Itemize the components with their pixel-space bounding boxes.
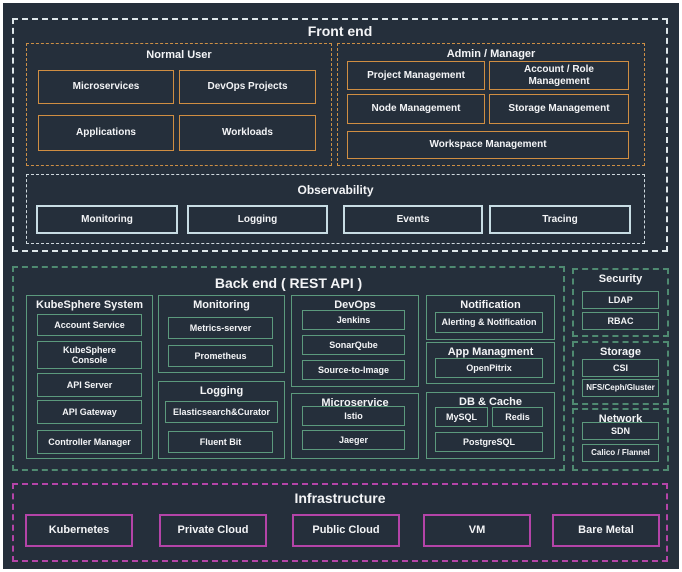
infrastructure-item-bare-metal: Bare Metal	[552, 514, 660, 547]
observability-group: Observability	[26, 174, 645, 244]
backend-logging-title: Logging	[199, 385, 244, 397]
infrastructure-item-public-cloud: Public Cloud	[292, 514, 400, 547]
security-item-ldap: LDAP	[582, 291, 659, 309]
infrastructure-item-kubernetes: Kubernetes	[25, 514, 133, 547]
db-cache-item-postgresql: PostgreSQL	[435, 432, 543, 452]
network-item-sdn: SDN	[582, 422, 659, 440]
observability-title: Observability	[297, 183, 374, 197]
microservice-item-jaeger: Jaeger	[302, 430, 405, 450]
infrastructure-title: Infrastructure	[294, 490, 386, 506]
frontend-title: Front end	[307, 23, 373, 39]
backend-devops-title: DevOps	[334, 299, 376, 311]
kubesphere-item-account-service: Account Service	[37, 314, 142, 336]
admin-item-storage-management: Storage Management	[489, 94, 629, 124]
backend-app-management-title: App Managment	[447, 346, 534, 358]
storage-group: Storage	[572, 341, 669, 405]
backend-monitoring-group: Monitoring	[158, 295, 285, 373]
frontend-section: Front end	[12, 18, 668, 252]
notification-item-alerting: Alerting & Notification	[435, 312, 543, 333]
kubesphere-item-controller-manager: Controller Manager	[37, 430, 142, 454]
kubesphere-system-title: KubeSphere System	[36, 299, 143, 311]
kubesphere-item-api-server: API Server	[37, 373, 142, 397]
infrastructure-item-vm: VM	[423, 514, 531, 547]
admin-item-account-role-management: Account / Role Management	[489, 61, 629, 90]
observability-item-monitoring: Monitoring	[36, 205, 178, 234]
admin-manager-title: Admin / Manager	[446, 48, 536, 60]
backend-db-cache-group: DB & Cache	[426, 392, 555, 459]
microservice-item-istio: Istio	[302, 406, 405, 426]
architecture-diagram: Front end Normal User Microservices DevO…	[3, 3, 679, 569]
storage-item-csi: CSI	[582, 359, 659, 377]
app-management-item-openpitrix: OpenPitrix	[435, 358, 543, 378]
db-cache-item-redis: Redis	[492, 407, 543, 427]
admin-item-project-management: Project Management	[347, 61, 485, 90]
normal-user-item-microservices: Microservices	[38, 70, 174, 104]
infrastructure-item-private-cloud: Private Cloud	[159, 514, 267, 547]
backend-logging-group: Logging	[158, 381, 285, 459]
devops-item-jenkins: Jenkins	[302, 310, 405, 330]
devops-item-sonarqube: SonarQube	[302, 335, 405, 355]
backend-notification-group: Notification	[426, 295, 555, 340]
admin-manager-group: Admin / Manager	[337, 43, 645, 166]
admin-item-workspace-management: Workspace Management	[347, 131, 629, 159]
storage-item-nfs-ceph-gluster: NFS/Ceph/Gluster	[582, 379, 659, 397]
backend-db-cache-title: DB & Cache	[459, 396, 522, 408]
security-group: Security	[572, 268, 669, 337]
monitoring-item-prometheus: Prometheus	[168, 345, 273, 367]
normal-user-item-workloads: Workloads	[179, 115, 316, 151]
kubesphere-item-api-gateway: API Gateway	[37, 400, 142, 424]
logging-item-fluent-bit: Fluent Bit	[168, 431, 273, 453]
devops-item-source-to-image: Source-to-Image	[302, 360, 405, 380]
kubesphere-item-console: KubeSphere Console	[37, 341, 142, 369]
monitoring-item-metrics-server: Metrics-server	[168, 317, 273, 339]
backend-app-management-group: App Managment	[426, 342, 555, 384]
backend-devops-group: DevOps	[291, 295, 419, 387]
normal-user-item-applications: Applications	[38, 115, 174, 151]
backend-section: Back end ( REST API )	[12, 266, 565, 471]
db-cache-item-mysql: MySQL	[435, 407, 488, 427]
admin-item-node-management: Node Management	[347, 94, 485, 124]
normal-user-item-devops-projects: DevOps Projects	[179, 70, 316, 104]
security-item-rbac: RBAC	[582, 312, 659, 330]
backend-notification-title: Notification	[460, 299, 521, 311]
storage-title: Storage	[600, 346, 641, 358]
backend-title: Back end ( REST API )	[214, 275, 363, 291]
observability-item-tracing: Tracing	[489, 205, 631, 234]
kubesphere-system-group: KubeSphere System	[26, 295, 153, 459]
network-item-calico-flannel: Calico / Flannel	[582, 444, 659, 462]
logging-item-elasticsearch-curator: Elasticsearch&Curator	[165, 401, 278, 423]
observability-item-events: Events	[343, 205, 483, 234]
normal-user-group: Normal User	[26, 43, 332, 166]
normal-user-title: Normal User	[146, 49, 212, 61]
infrastructure-section: Infrastructure	[12, 483, 668, 562]
security-title: Security	[598, 273, 643, 285]
backend-monitoring-title: Monitoring	[193, 299, 250, 311]
observability-item-logging: Logging	[187, 205, 328, 234]
